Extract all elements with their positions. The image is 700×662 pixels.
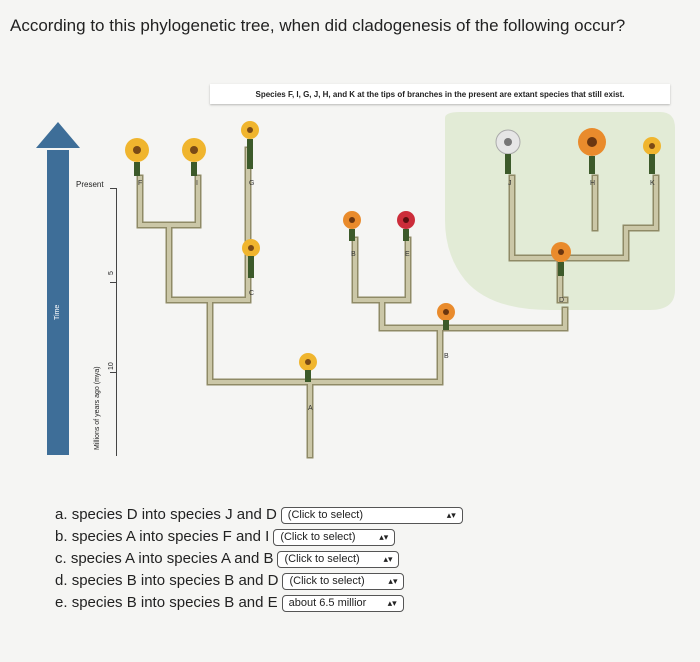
species-label-D: D xyxy=(559,297,564,304)
option-c: c. species A into species A and B (Click… xyxy=(55,548,463,570)
tree-diagram: F I G C B E B A J H K D xyxy=(125,112,675,459)
species-label-G: G xyxy=(249,180,254,187)
option-d: d. species B into species B and D (Click… xyxy=(55,570,463,592)
figure-caption: Species F, I, G, J, H, and K at the tips… xyxy=(210,84,670,104)
option-a-text: species D into species J and D xyxy=(71,506,277,523)
option-a: a. species D into species J and D (Click… xyxy=(55,504,463,526)
time-arrow-bar xyxy=(47,150,69,455)
species-label-A: A xyxy=(308,405,313,412)
option-c-select-value: (Click to select) xyxy=(284,553,360,565)
flower-J-icon xyxy=(495,129,521,174)
axis-present-label: Present xyxy=(76,180,104,189)
option-c-text: species A into species A and B xyxy=(70,550,274,567)
option-b-text: species A into species F and I xyxy=(71,528,270,545)
option-b-prefix: b. xyxy=(55,528,68,545)
flower-B-mid-icon xyxy=(437,303,455,330)
select-arrows-icon: ▴▾ xyxy=(446,510,456,520)
flower-H-icon xyxy=(578,128,606,174)
option-d-prefix: d. xyxy=(55,572,68,589)
option-a-prefix: a. xyxy=(55,506,68,523)
option-e-text: species B into species B and E xyxy=(71,594,278,611)
species-label-C: C xyxy=(249,290,254,297)
option-a-select[interactable]: (Click to select) ▴▾ xyxy=(280,506,463,524)
species-label-H: H xyxy=(590,180,595,187)
species-label-J: J xyxy=(508,180,512,187)
option-d-select-value: (Click to select) xyxy=(289,575,365,587)
tick-5 xyxy=(110,282,116,283)
option-d-select[interactable]: (Click to select) ▴▾ xyxy=(282,572,405,590)
flower-D-icon xyxy=(551,242,571,276)
option-c-select[interactable]: (Click to select) ▴▾ xyxy=(277,550,400,568)
species-label-I: I xyxy=(196,180,198,187)
phylogenetic-tree-figure: Species F, I, G, J, H, and K at the tips… xyxy=(20,70,700,470)
species-label-B-mid: B xyxy=(444,353,449,360)
species-label-E: E xyxy=(405,251,410,258)
flower-G-icon xyxy=(241,121,259,169)
flower-F-icon xyxy=(125,138,149,176)
flower-B-top-icon xyxy=(343,211,361,241)
option-b: b. species A into species F and I (Click… xyxy=(55,526,463,548)
option-c-prefix: c. xyxy=(55,550,67,567)
option-e: e. species B into species B and E about … xyxy=(55,592,463,614)
option-b-select-value: (Click to select) xyxy=(280,531,356,543)
flower-I-icon xyxy=(182,138,206,176)
tick-present xyxy=(110,188,116,189)
time-axis-line xyxy=(116,188,117,456)
tick-10 xyxy=(110,372,116,373)
species-label-B-top: B xyxy=(351,251,356,258)
time-arrow-head-icon xyxy=(36,122,80,148)
option-e-select-value: about 6.5 millior xyxy=(288,597,367,609)
select-arrows-icon: ▴▾ xyxy=(379,532,389,542)
flower-C-icon xyxy=(242,239,260,278)
option-d-text: species B into species B and D xyxy=(71,572,279,589)
question-text: According to this phylogenetic tree, whe… xyxy=(10,16,626,35)
option-e-select[interactable]: about 6.5 millior ▴▾ xyxy=(281,594,404,612)
flower-A-icon xyxy=(299,353,317,382)
option-a-select-value: (Click to select) xyxy=(287,509,363,521)
select-arrows-icon: ▴▾ xyxy=(383,554,393,564)
branches xyxy=(138,148,658,457)
flower-K-icon xyxy=(643,137,661,174)
species-label-F: F xyxy=(138,180,142,187)
species-label-K: K xyxy=(650,180,655,187)
answer-options: a. species D into species J and D (Click… xyxy=(55,504,463,614)
flower-E-icon xyxy=(397,211,415,241)
select-arrows-icon: ▴▾ xyxy=(388,576,398,586)
select-arrows-icon: ▴▾ xyxy=(387,598,397,608)
option-b-select[interactable]: (Click to select) ▴▾ xyxy=(273,528,396,546)
option-e-prefix: e. xyxy=(55,594,68,611)
